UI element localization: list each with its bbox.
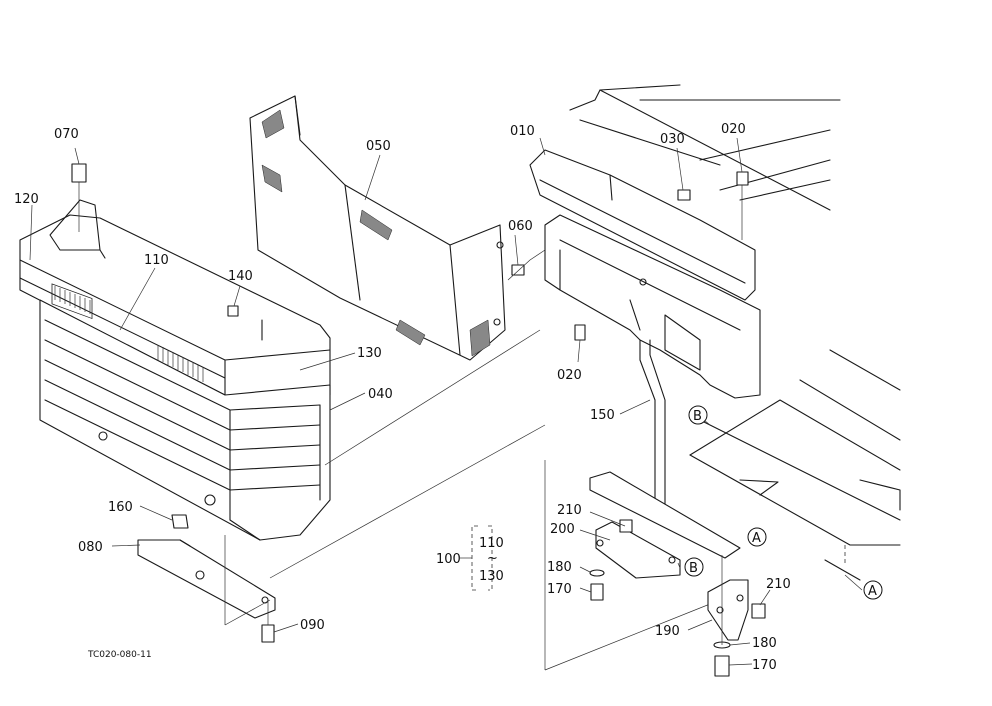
label-150: 150 <box>590 408 615 423</box>
label-200: 200 <box>550 522 575 537</box>
ref-circle-b2 <box>688 405 708 425</box>
ref-circle-a2 <box>863 580 883 600</box>
label-180-left: 180 <box>547 560 572 575</box>
ref-label-b2: B <box>693 409 702 424</box>
lower-plate <box>589 471 741 601</box>
label-100-110: 110 <box>479 536 504 551</box>
label-100-130: 130 <box>479 569 504 584</box>
label-140: 140 <box>228 269 253 284</box>
label-130: 130 <box>357 346 382 361</box>
lower-bracket <box>137 514 276 643</box>
ref-label-a2: A <box>868 584 877 599</box>
label-110: 110 <box>144 253 169 268</box>
label-080: 080 <box>78 540 103 555</box>
label-100-tilde: ~ <box>487 551 498 566</box>
label-100: 100 <box>436 552 461 567</box>
label-090: 090 <box>300 618 325 633</box>
ref-circle-a1 <box>747 527 767 547</box>
label-120: 120 <box>14 192 39 207</box>
ref-label-b1: B <box>689 561 698 576</box>
label-060: 060 <box>508 219 533 234</box>
label-030: 030 <box>660 132 685 147</box>
label-170-left: 170 <box>547 582 572 597</box>
support-bracket-010 <box>529 149 761 399</box>
label-020-lower: 020 <box>557 368 582 383</box>
grille-slots-left <box>51 283 93 320</box>
stay-rod-150 <box>639 339 666 521</box>
floor-frame <box>689 349 901 581</box>
ref-circle-b1 <box>684 557 704 577</box>
diagram-code: TC020-080-11 <box>87 650 152 660</box>
label-010: 010 <box>510 124 535 139</box>
label-020-top: 020 <box>721 122 746 137</box>
leader-lines <box>29 137 863 666</box>
label-180-right: 180 <box>752 636 777 651</box>
label-210-right: 210 <box>766 577 791 592</box>
label-070: 070 <box>54 127 79 142</box>
front-grille <box>19 163 331 541</box>
label-050: 050 <box>366 139 391 154</box>
grille-slots-right <box>157 345 204 382</box>
label-040: 040 <box>368 387 393 402</box>
side-panel <box>249 95 546 361</box>
label-160: 160 <box>108 500 133 515</box>
label-210-left: 210 <box>557 503 582 518</box>
hood-frame <box>569 84 841 211</box>
label-170-right: 170 <box>752 658 777 673</box>
ref-label-a1: A <box>752 531 761 546</box>
label-190: 190 <box>655 624 680 639</box>
